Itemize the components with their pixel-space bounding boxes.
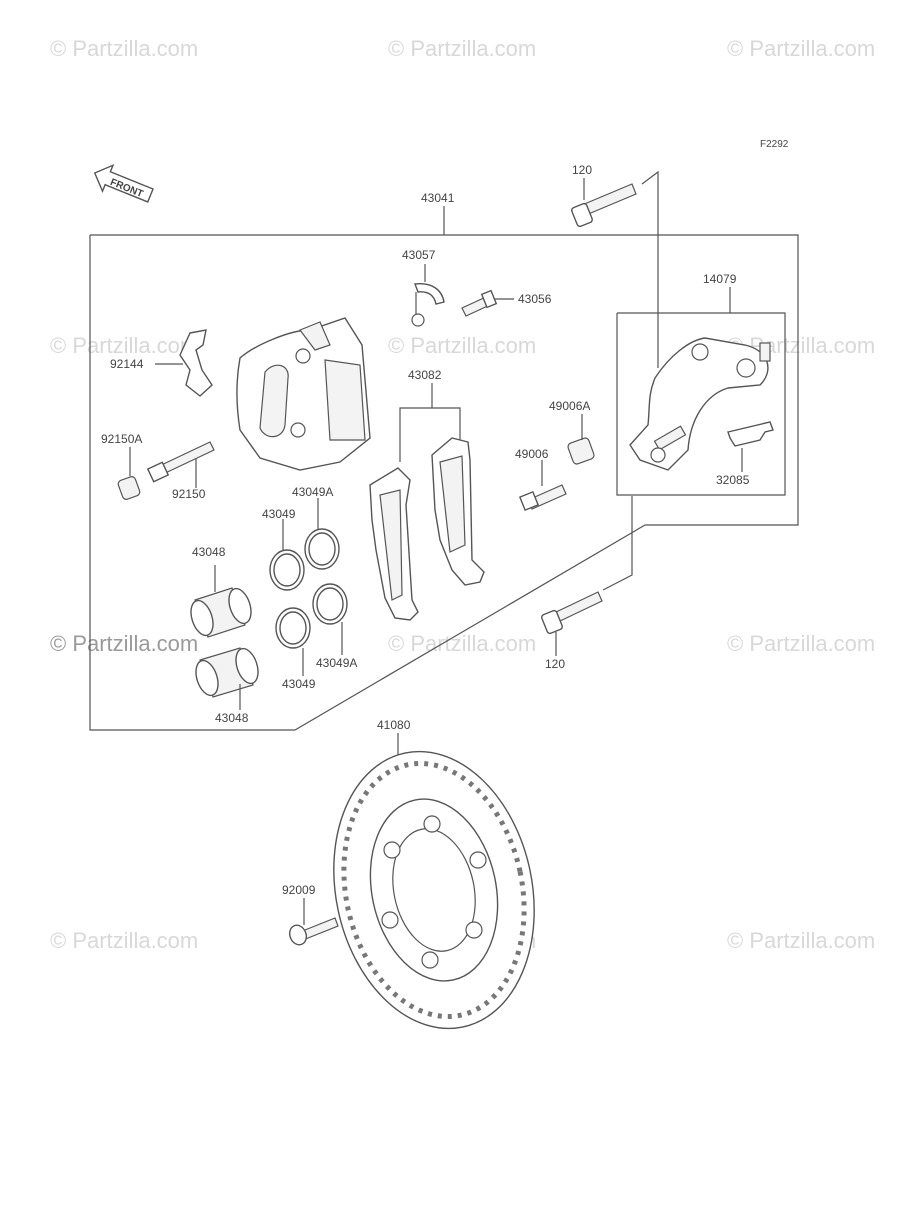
callout-32085: 32085 (716, 473, 750, 487)
callout-14079: 14079 (703, 272, 737, 286)
watermark: © Partzilla.com (388, 631, 536, 656)
boot-49006A (567, 414, 595, 465)
callout-92144: 92144 (110, 357, 144, 371)
bolt-120-bottom (541, 496, 633, 656)
watermark: © Partzilla.com (727, 928, 875, 953)
caliper-body (236, 317, 371, 471)
pad-spring-32085 (727, 421, 774, 472)
seals (269, 498, 348, 676)
callout-43082: 43082 (408, 368, 442, 382)
bracket-outline (616, 287, 786, 496)
callout-92150A: 92150A (101, 432, 142, 446)
callout-43049A-top: 43049A (292, 485, 333, 499)
callout-43049-bottom: 43049 (282, 677, 316, 691)
brake-pad-left (369, 467, 419, 621)
callout-43057: 43057 (402, 248, 436, 262)
bleeder-valve-43056 (461, 289, 514, 317)
callout-43049-top: 43049 (262, 507, 296, 521)
pin-plug-92150A (117, 447, 141, 500)
bleeder-cap-43057 (411, 264, 445, 327)
figure-code: F2292 (760, 139, 789, 150)
callout-43048-bottom: 43048 (215, 711, 249, 725)
callout-120-bottom: 120 (545, 657, 565, 671)
callout-92150: 92150 (172, 487, 206, 501)
callout-49006A: 49006A (549, 399, 590, 413)
callout-41080: 41080 (377, 718, 411, 732)
front-arrow-icon: FRONT (93, 163, 154, 203)
callout-49006: 49006 (515, 447, 549, 461)
caliper-bracket (629, 337, 771, 471)
watermark: © Partzilla.com (727, 631, 875, 656)
pads-callout-bracket (399, 383, 461, 462)
watermarks: © Partzilla.com © Partzilla.com © Partzi… (50, 36, 875, 953)
brake-disc (333, 733, 535, 1030)
callout-43056: 43056 (518, 292, 552, 306)
watermark: © Partzilla.com (50, 333, 198, 358)
watermark: © Partzilla.com (50, 928, 198, 953)
watermark: © Partzilla.com (50, 631, 198, 656)
watermark: © Partzilla.com (50, 36, 198, 61)
watermark: © Partzilla.com (727, 36, 875, 61)
callout-43048-top: 43048 (192, 545, 226, 559)
watermark: © Partzilla.com (388, 36, 536, 61)
pistons (190, 565, 259, 710)
callout-43041: 43041 (421, 191, 455, 205)
bolt-120-top (571, 170, 659, 368)
caliper-assembly-outline (89, 206, 799, 731)
callout-120-top: 120 (572, 163, 592, 177)
brake-pad-right (431, 437, 485, 586)
callout-43049A-bottom: 43049A (316, 656, 357, 670)
slide-pin-49006 (518, 460, 567, 512)
pad-clip-92144 (155, 329, 213, 397)
callout-92009: 92009 (282, 883, 316, 897)
pad-pin-92150 (146, 441, 215, 488)
watermark: © Partzilla.com (388, 333, 536, 358)
disc-bolt-92009 (288, 898, 339, 946)
